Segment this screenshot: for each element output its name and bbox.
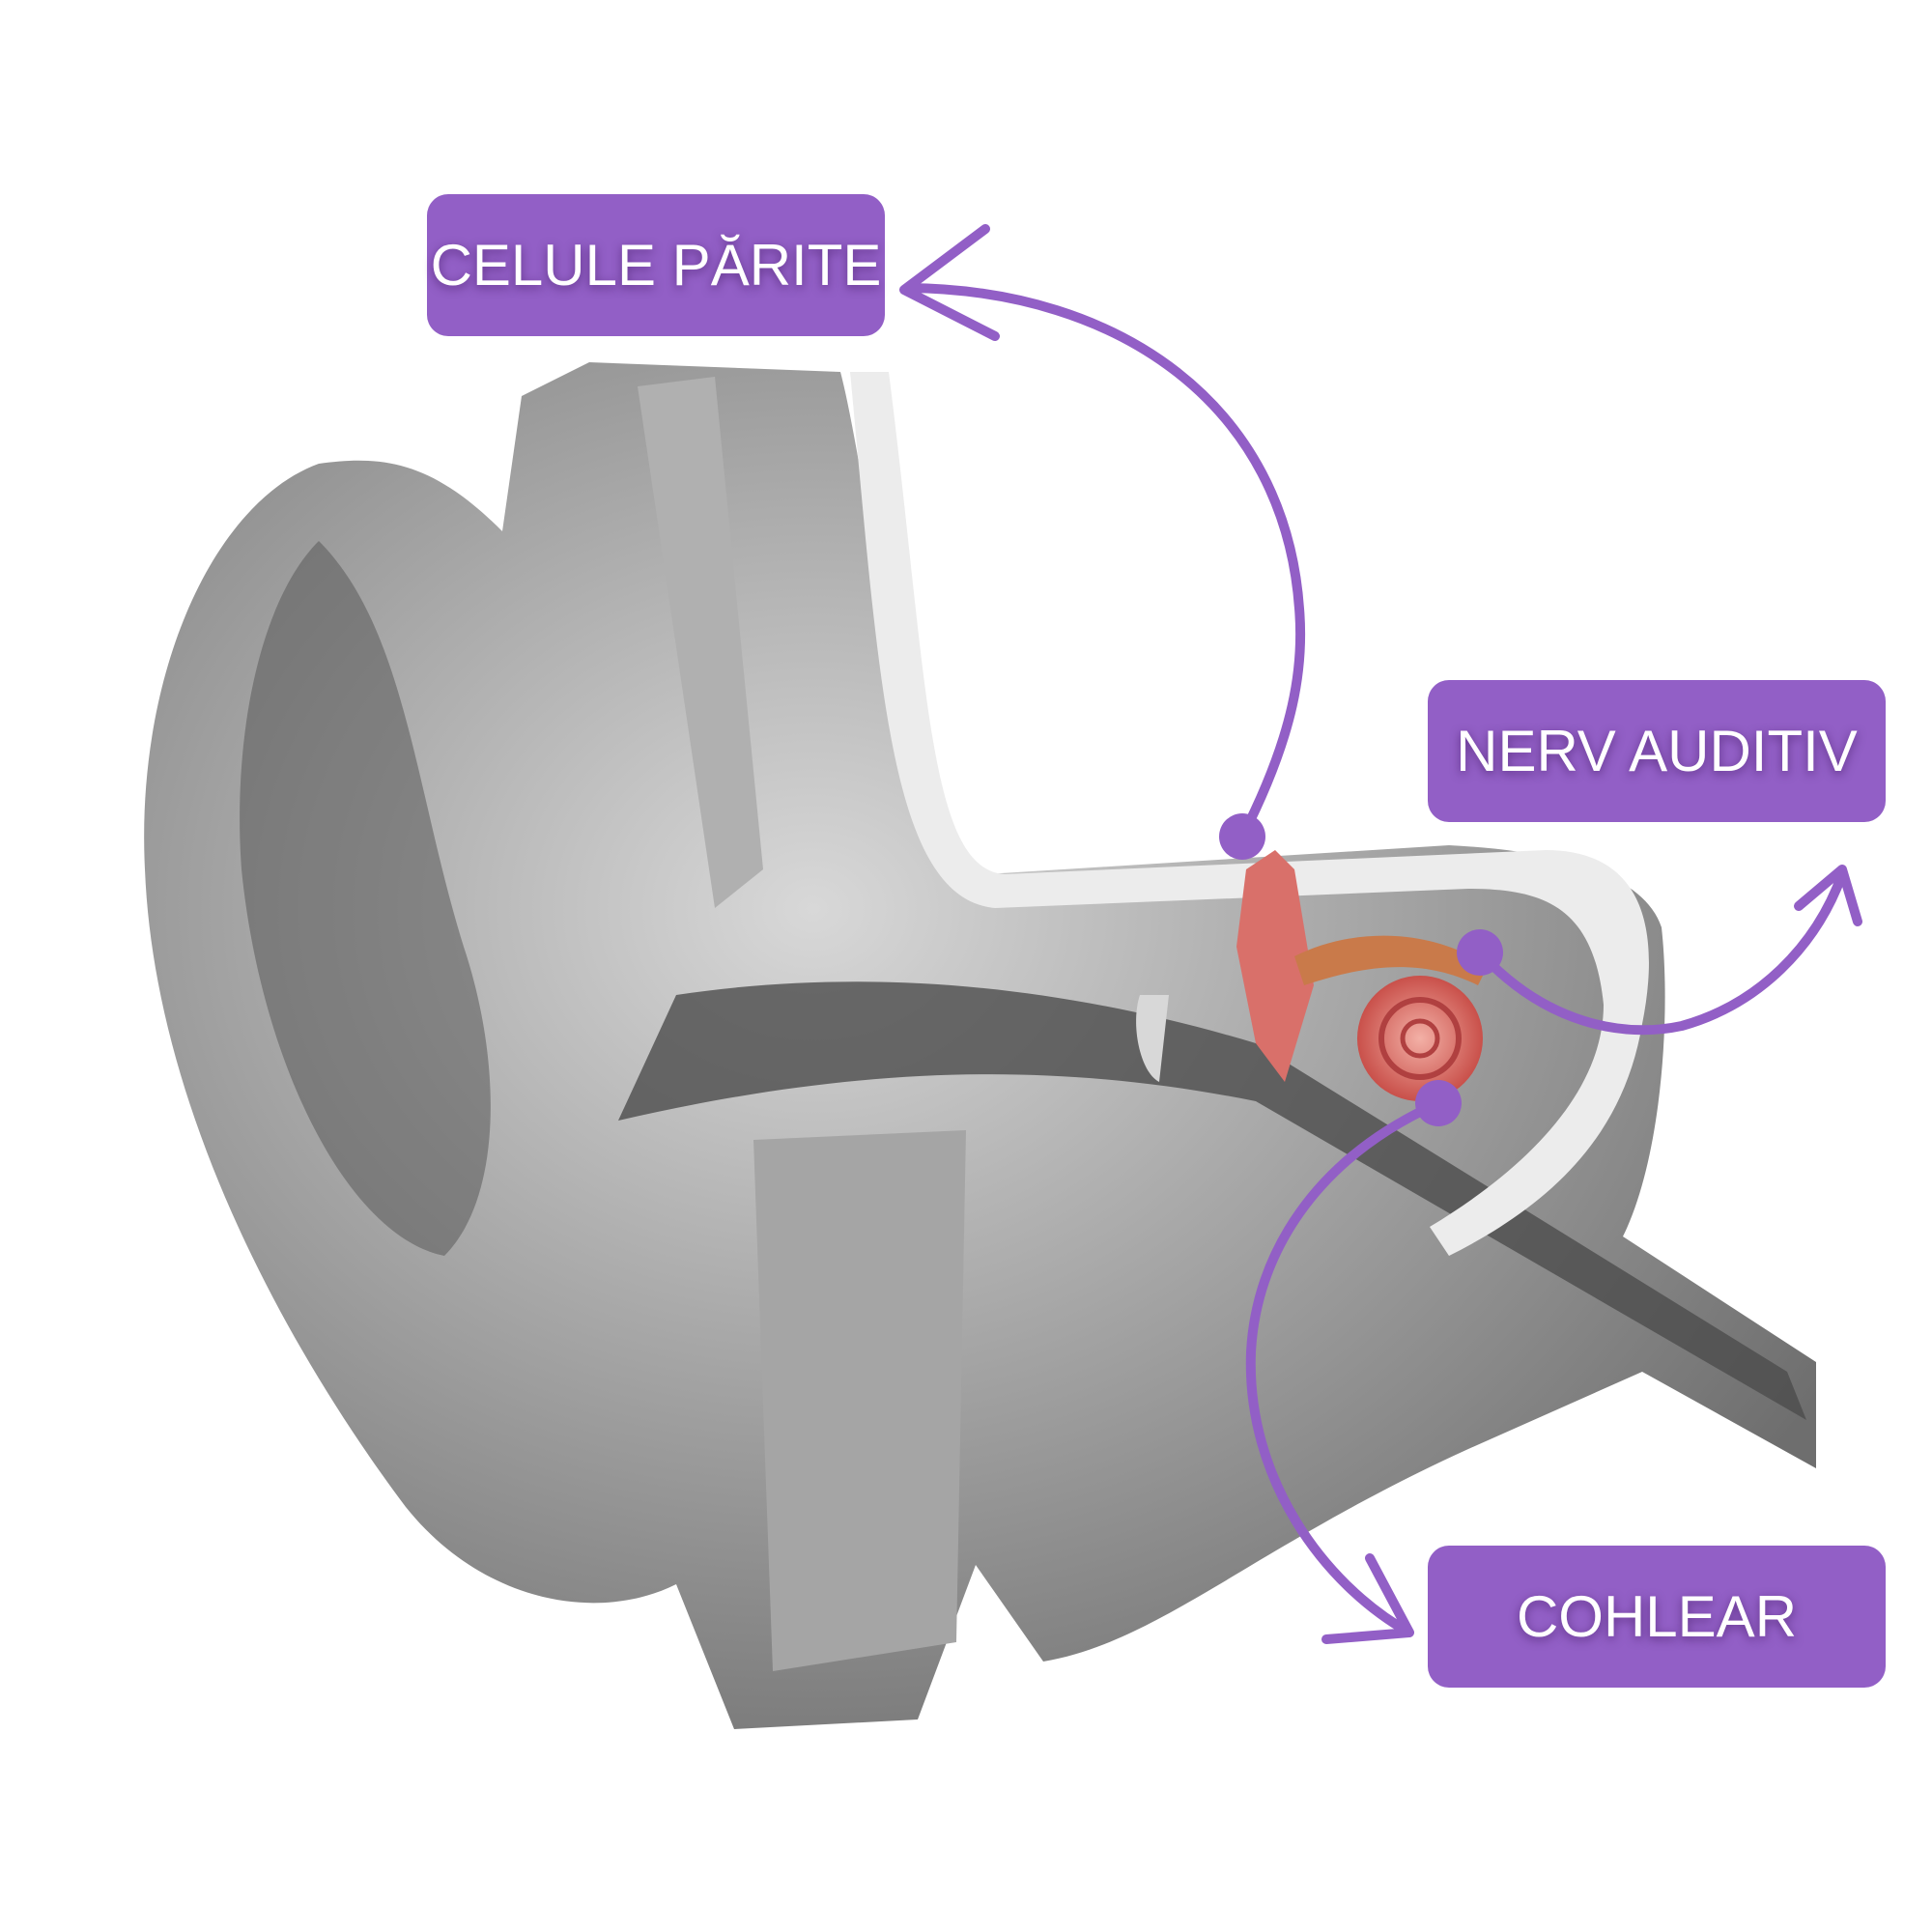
inner-ear (1136, 850, 1488, 1101)
auditory-nerve-label: NERV AUDITIV (1428, 680, 1886, 822)
hair-cells-pointer-dot (1219, 813, 1265, 860)
cochlear-pointer-dot (1415, 1080, 1462, 1126)
cochlear-arrow (1245, 1098, 1443, 1644)
cochlear-label: COHLEAR (1428, 1546, 1886, 1688)
auditory-nerve-pointer-dot (1457, 929, 1503, 976)
auditory-nerve-arrow (1475, 865, 1862, 1036)
hair-cells-arrow (899, 224, 1306, 841)
hair-cells-label: CELULE PĂRITE (427, 194, 885, 336)
outer-ear (144, 362, 1816, 1729)
